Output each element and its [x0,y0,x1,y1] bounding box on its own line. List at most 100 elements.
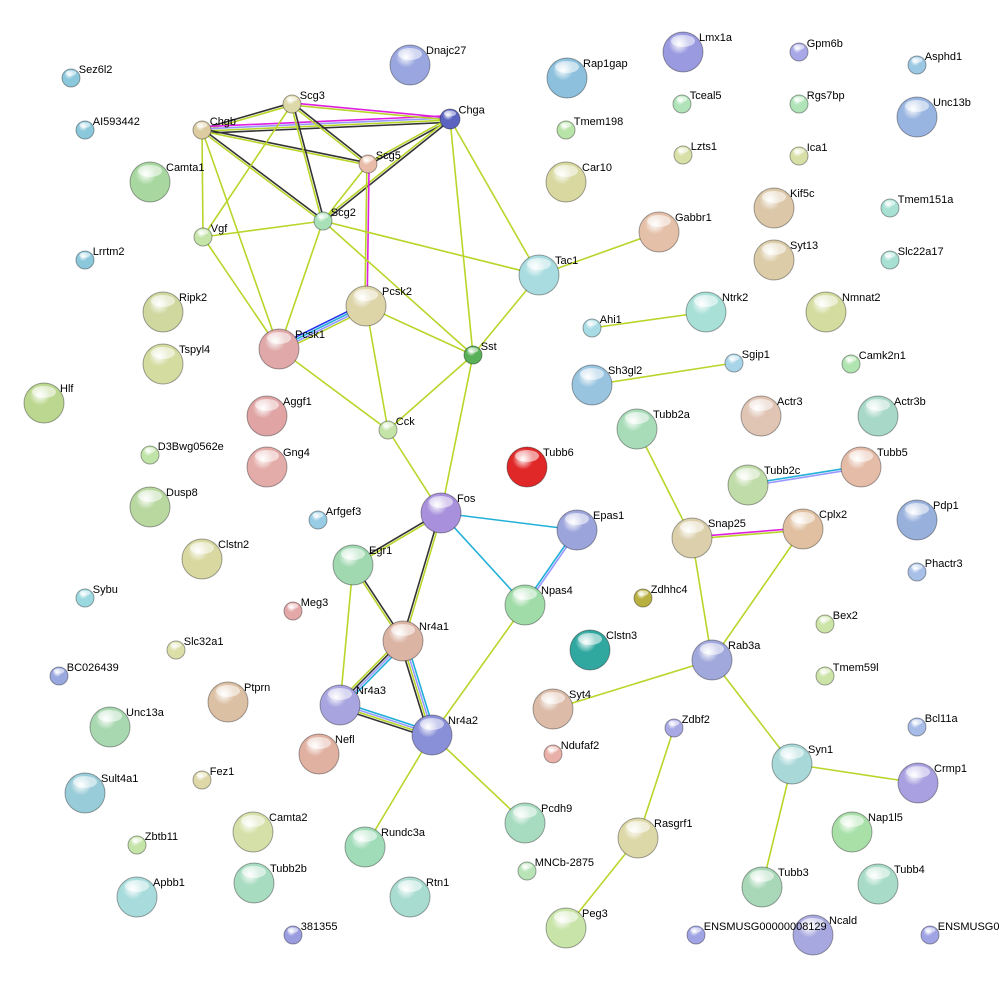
node-tac1[interactable] [518,254,560,296]
node-tubb5[interactable] [840,446,882,488]
node-ensmusg00000008129[interactable] [686,925,706,945]
node-lrrtm2[interactable] [75,250,95,270]
node-381355[interactable] [283,925,303,945]
node-ncald[interactable] [792,914,834,956]
node-nr4a2[interactable] [411,714,453,756]
node-cck[interactable] [378,420,398,440]
node-sgip1[interactable] [724,353,744,373]
node-rundc3a[interactable] [344,826,386,868]
node-chgb[interactable] [192,120,212,140]
edge-scg5-pcsk2[interactable] [364,163,370,307]
node-sult4a1[interactable] [64,772,106,814]
node-tubb2c[interactable] [727,464,769,506]
node-apbb1[interactable] [116,876,158,918]
node-slc22a17[interactable] [880,250,900,270]
edge-chga-scg2[interactable] [321,117,452,223]
edge-fos-npas4[interactable] [440,512,526,606]
edge-nr4a2-pcdh9[interactable] [431,734,526,824]
node-sybu[interactable] [75,588,95,608]
node-nr4a3[interactable] [319,684,361,726]
node-scg2[interactable] [313,211,333,231]
node-gabbr1[interactable] [638,211,680,253]
edge-tac1-gabbr1[interactable] [538,231,660,276]
node-actr3b[interactable] [857,395,899,437]
edge-scg3-scg2[interactable] [290,103,325,222]
node-mncb-2875[interactable] [517,861,537,881]
edge-chgb-vgf[interactable] [201,129,204,238]
node-hlf[interactable] [23,382,65,424]
node-epas1[interactable] [556,509,598,551]
edge-snap25-rab3a[interactable] [691,537,713,661]
node-rtn1[interactable] [389,876,431,918]
node-car10[interactable] [545,161,587,203]
edge-syn1-tubb3[interactable] [761,763,793,888]
node-ripk2[interactable] [142,291,184,333]
node-cplx2[interactable] [782,508,824,550]
node-rasgrf1[interactable] [617,817,659,859]
node-unc13a[interactable] [89,706,131,748]
node-peg3[interactable] [545,907,587,949]
edge-scg5-scg2[interactable] [322,163,369,222]
node-ahi1[interactable] [582,318,602,338]
edge-tubb2a-snap25[interactable] [636,428,693,539]
node-rab3a[interactable] [691,639,733,681]
node-bcl11a[interactable] [907,717,927,737]
node-rap1gap[interactable] [546,57,588,99]
edge-fos-epas1[interactable] [440,512,578,531]
edge-fos-nr4a1[interactable] [401,512,443,642]
edge-chgb-scg5[interactable] [201,128,369,166]
node-clstn2[interactable] [181,538,223,580]
edge-chga-tac1[interactable] [449,118,540,276]
node-scg5[interactable] [358,154,378,174]
edge-sst-fos[interactable] [440,354,474,514]
node-nmnat2[interactable] [805,291,847,333]
node-vgf[interactable] [193,227,213,247]
edge-npas4-nr4a2[interactable] [431,604,526,736]
node-fez1[interactable] [192,770,212,790]
node-scg3[interactable] [282,94,302,114]
edge-sst-cck[interactable] [387,354,474,431]
node-bc026439[interactable] [49,666,69,686]
node-tmem198[interactable] [556,120,576,140]
node-meg3[interactable] [283,601,303,621]
edge-sh3gl2-sgip1[interactable] [591,362,735,386]
node-zdhhc4[interactable] [633,588,653,608]
node-ensmusg0[interactable] [920,925,940,945]
edge-pcsk2-cck[interactable] [365,305,389,431]
node-asphd1[interactable] [907,55,927,75]
node-arfgef3[interactable] [308,510,328,530]
node-snap25[interactable] [671,517,713,559]
node-nr4a1[interactable] [382,620,424,662]
edge-scg3-vgf[interactable] [202,103,293,238]
node-fos[interactable] [420,492,462,534]
node-tspyl4[interactable] [142,343,184,385]
node-crmp1[interactable] [897,762,939,804]
node-rgs7bp[interactable] [789,94,809,114]
node-dnajc27[interactable] [389,44,431,86]
edge-scg3-chga[interactable] [291,102,451,121]
node-lmx1a[interactable] [662,31,704,73]
node-sst[interactable] [463,345,483,365]
node-dusp8[interactable] [129,486,171,528]
node-bex2[interactable] [815,614,835,634]
node-tubb3[interactable] [741,866,783,908]
node-gpm6b[interactable] [789,42,809,62]
node-clstn3[interactable] [569,629,611,671]
node-tubb6[interactable] [506,446,548,488]
node-pcdh9[interactable] [504,802,546,844]
node-sh3gl2[interactable] [571,364,613,406]
node-nap1l5[interactable] [831,811,873,853]
node-camk2n1[interactable] [841,354,861,374]
node-ptprn[interactable] [207,681,249,723]
node-zbtb11[interactable] [127,835,147,855]
node-pcsk1[interactable] [258,328,300,370]
node-zdbf2[interactable] [664,718,684,738]
node-d3bwg0562e[interactable] [140,445,160,465]
edge-egr1-nr4a3[interactable] [339,564,354,706]
node-tubb2b[interactable] [233,862,275,904]
node-gng4[interactable] [246,446,288,488]
node-tceal5[interactable] [672,94,692,114]
edge-scg2-vgf[interactable] [202,220,324,238]
edge-chgb-chga[interactable] [201,114,451,135]
node-slc32a1[interactable] [166,640,186,660]
